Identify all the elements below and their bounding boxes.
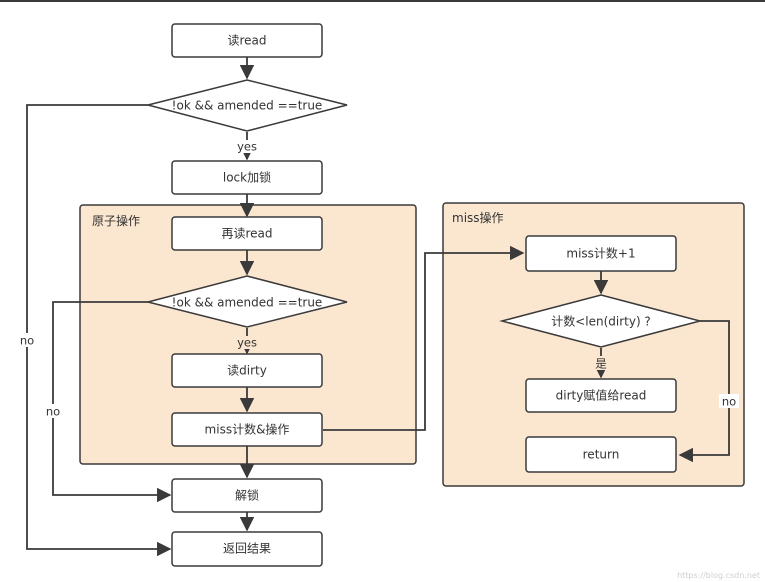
node-read-label: 读read — [227, 34, 266, 48]
node-dirty-to-read-label: dirty赋值给read — [556, 388, 647, 403]
node-lock — [171, 160, 323, 195]
node-reread — [171, 216, 323, 251]
atomic-group-title: 原子操作 — [92, 213, 140, 228]
node-reread-label: 再读read — [221, 227, 272, 241]
node-read-dirty — [171, 353, 323, 388]
watermark: https://blog.csdn.net — [677, 571, 760, 580]
node-read — [171, 23, 323, 58]
node-unlock — [171, 478, 323, 513]
no1-bg — [17, 333, 37, 347]
node-dirty-to-read — [525, 378, 677, 413]
node-miss-inc-label: miss计数+1 — [566, 246, 635, 261]
node-check1 — [147, 79, 348, 132]
edge-missop-missinc — [323, 245, 525, 431]
yes3-bg — [592, 356, 610, 370]
node-check2 — [147, 275, 348, 328]
node-return-result — [171, 531, 323, 567]
miss-group-title: miss操作 — [452, 210, 504, 225]
edge-label-yes2: yes — [237, 336, 257, 350]
edge-check3-no — [678, 320, 730, 463]
yes1-bg — [235, 140, 259, 153]
node-unlock-label: 解锁 — [235, 488, 259, 503]
node-check1-label: !ok && amended ==true — [172, 99, 323, 113]
node-check3 — [499, 294, 703, 348]
edge-label-yes3: 是 — [595, 357, 607, 371]
node-miss-inc — [525, 235, 677, 272]
node-return-result-label: 返回结果 — [223, 542, 271, 556]
node-return — [525, 436, 677, 473]
edge-check1-no — [26, 104, 172, 557]
no2-bg — [43, 404, 63, 418]
node-read-dirty-label: 读dirty — [227, 364, 267, 378]
node-miss-count-op — [171, 412, 323, 447]
node-return-label: return — [583, 448, 620, 462]
edge-label-yes1: yes — [237, 140, 257, 154]
node-check3-label: 计数<len(dirty) ? — [551, 314, 651, 329]
edge-label-no1: no — [20, 334, 34, 348]
edge-label-no2: no — [46, 405, 60, 419]
edge-label-no3: no — [722, 395, 736, 409]
node-miss-count-op-label: miss计数&操作 — [205, 422, 290, 437]
node-lock-label: lock加锁 — [223, 170, 271, 185]
no3-bg — [719, 394, 739, 408]
yes2-bg — [235, 336, 259, 349]
node-check2-label: !ok && amended ==true — [172, 296, 323, 310]
edge-check2-no — [52, 301, 172, 503]
